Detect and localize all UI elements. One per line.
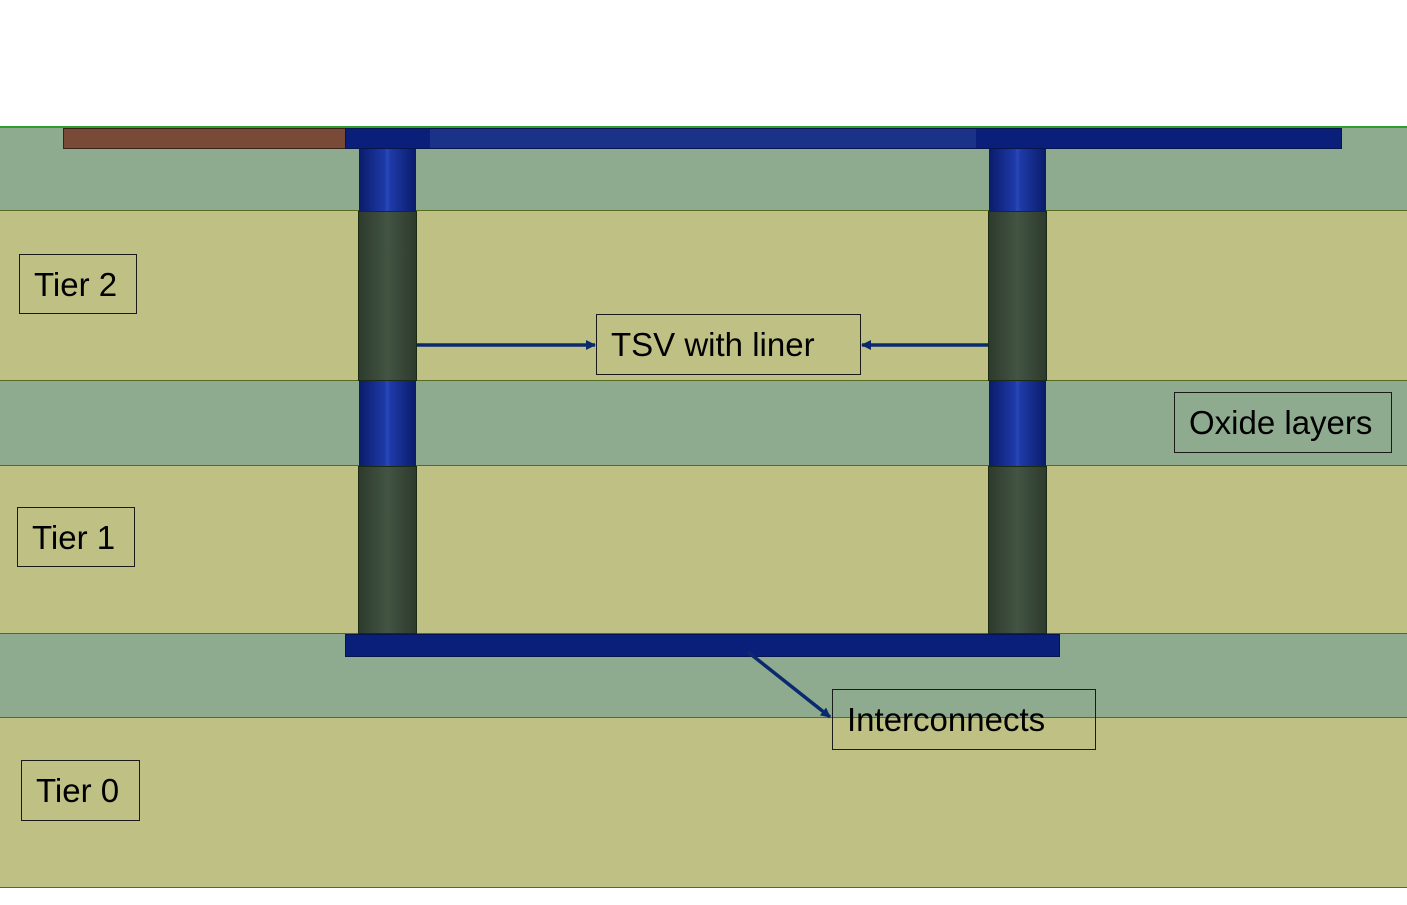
tier2-label: Tier 2 — [19, 254, 137, 314]
right-via-top — [989, 149, 1046, 211]
right-tsv-tier1 — [988, 466, 1047, 634]
left-via-middle — [359, 381, 416, 466]
left-tsv-tier1 — [358, 466, 417, 634]
tier1-silicon-layer — [0, 466, 1407, 634]
left-tsv-tier2 — [358, 211, 417, 381]
left-via-top — [359, 149, 416, 211]
top-interconnect-segment — [430, 128, 976, 149]
interconnects-label: Interconnects — [832, 689, 1096, 750]
tier0-label: Tier 0 — [21, 760, 140, 821]
right-tsv-tier2 — [988, 211, 1047, 381]
tier2-silicon-layer — [0, 211, 1407, 381]
oxide-layers-label: Oxide layers — [1174, 392, 1392, 453]
copper-pad — [63, 128, 347, 149]
tier1-label: Tier 1 — [17, 507, 135, 567]
right-via-middle — [989, 381, 1046, 466]
tsv-label: TSV with liner — [596, 314, 861, 375]
tier0-silicon-layer — [0, 718, 1407, 888]
bottom-interconnect — [345, 634, 1060, 657]
oxide-layer-middle — [0, 381, 1407, 466]
surface-line — [0, 126, 1407, 128]
